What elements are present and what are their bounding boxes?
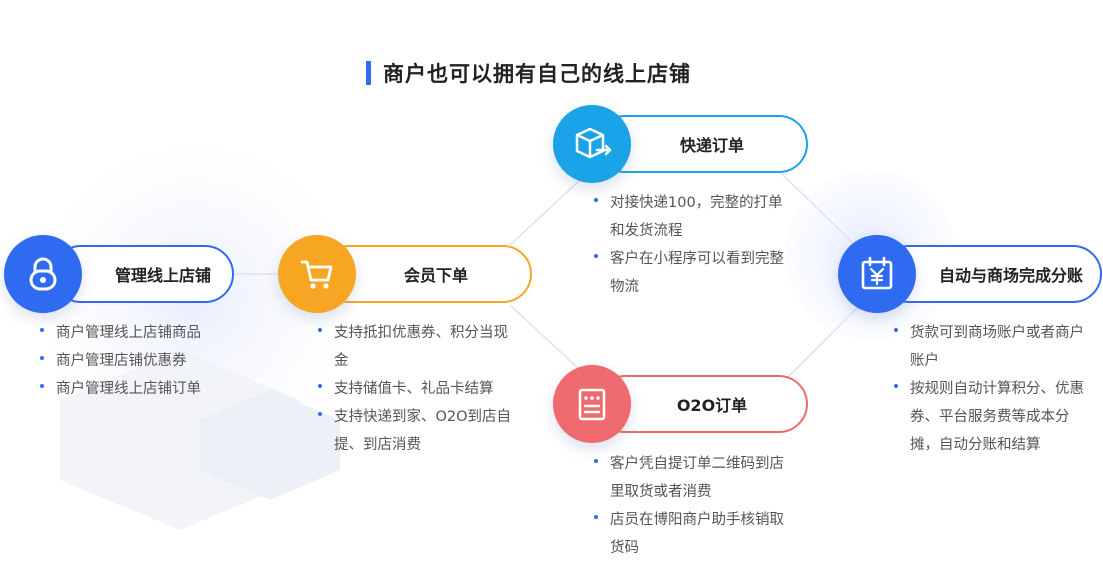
list-item: 商户管理线上店铺订单 [40, 375, 240, 403]
express-order-label-pill: 快递订单 [596, 115, 808, 173]
title-accent-bar [366, 61, 371, 85]
express-order-feature-list: 对接快递100，完整的打单和发货流程 客户在小程序可以看到完整物流 [594, 189, 789, 301]
list-item: 货款可到商场账户或者商户账户 [894, 319, 1084, 375]
auto-settlement-label-pill: 自动与商场完成分账 [880, 245, 1102, 303]
manage-store-feature-list: 商户管理线上店铺商品 商户管理店铺优惠券 商户管理线上店铺订单 [40, 319, 240, 403]
yen-calendar-icon [838, 235, 916, 313]
section-title: 商户也可以拥有自己的线上店铺 [366, 60, 691, 86]
list-item: 支持快递到家、O2O到店自提、到店消费 [318, 403, 513, 459]
cart-icon [278, 235, 356, 313]
list-item: 客户凭自提订单二维码到店里取货或者消费 [594, 450, 789, 506]
store-lock-icon [4, 235, 82, 313]
manage-store-label-pill: 管理线上店铺 [52, 245, 234, 303]
receipt-icon [553, 365, 631, 443]
o2o-order-feature-list: 客户凭自提订单二维码到店里取货或者消费 店员在博阳商户助手核销取货码 [594, 450, 789, 562]
parcel-box-icon [553, 105, 631, 183]
list-item: 支持储值卡、礼品卡结算 [318, 375, 513, 403]
auto-settlement-label: 自动与商场完成分账 [938, 266, 1083, 285]
list-item: 支持抵扣优惠券、积分当现金 [318, 319, 513, 375]
o2o-order-label-pill: O2O订单 [596, 375, 808, 433]
list-item: 商户管理线上店铺商品 [40, 319, 240, 347]
express-order-label: 快递订单 [679, 136, 744, 155]
list-item: 对接快递100，完整的打单和发货流程 [594, 189, 789, 245]
o2o-order-label: O2O订单 [676, 396, 748, 415]
page-title: 商户也可以拥有自己的线上店铺 [383, 62, 691, 86]
member-order-feature-list: 支持抵扣优惠券、积分当现金 支持储值卡、礼品卡结算 支持快递到家、O2O到店自提… [318, 319, 513, 459]
auto-settlement-feature-list: 货款可到商场账户或者商户账户 按规则自动计算积分、优惠券、平台服务费等成本分摊，… [894, 319, 1084, 459]
member-order-label: 会员下单 [403, 266, 468, 285]
list-item: 客户在小程序可以看到完整物流 [594, 245, 789, 301]
list-item: 店员在博阳商户助手核销取货码 [594, 506, 789, 562]
manage-store-label: 管理线上店铺 [114, 266, 211, 285]
list-item: 按规则自动计算积分、优惠券、平台服务费等成本分摊，自动分账和结算 [894, 375, 1084, 459]
list-item: 商户管理店铺优惠券 [40, 347, 240, 375]
